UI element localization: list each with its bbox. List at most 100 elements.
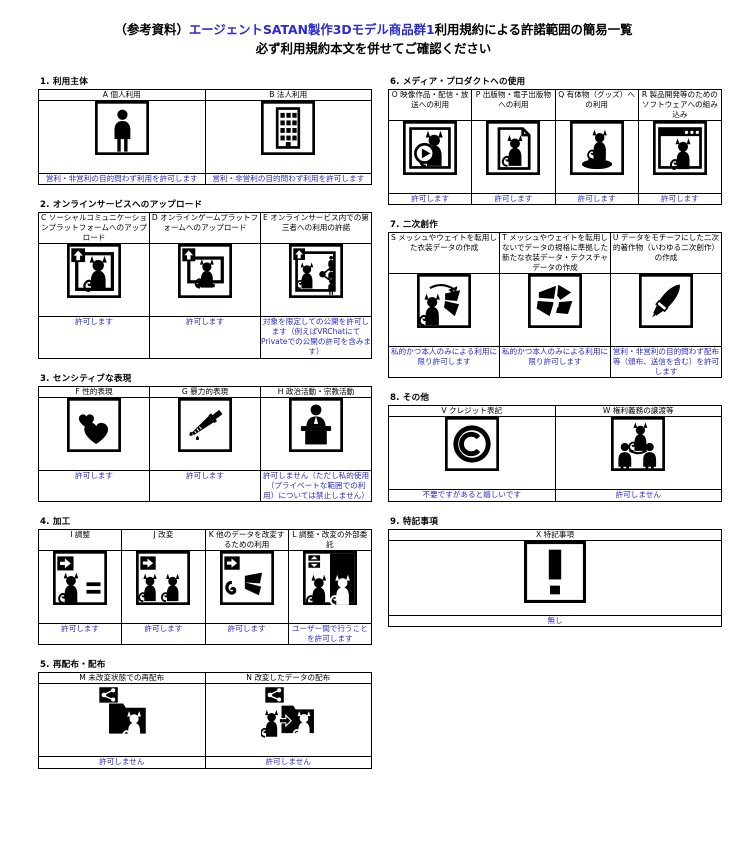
note-row: 許可します許可します許可します許可します [387, 192, 723, 205]
note-row: 許可します許可します許可しません（ただし私的使用（プライベートな範囲での利用）に… [38, 469, 372, 503]
item-note-s: 私的かつ本人のみによる利用に限り許可します [388, 345, 500, 379]
item-icon-cell-l [287, 550, 373, 625]
item-header-e: E オンラインサービス内での第三者への利用の許諾 [260, 211, 372, 244]
item-code: B [269, 89, 275, 99]
knife-icon [178, 397, 232, 452]
item-header-q: Q 有体物（グッズ）への利用 [554, 88, 639, 121]
building-icon [261, 100, 316, 155]
item-note-o: 許可します [387, 192, 473, 205]
item-code: N [246, 673, 252, 683]
item-code: S [391, 232, 396, 242]
item-code: J [153, 530, 156, 540]
person-icon [94, 100, 149, 155]
item-header-x: X 特記事項 [388, 528, 722, 541]
upload-avatar-icon [67, 243, 121, 298]
item-code: O [391, 89, 398, 99]
item-note-w: 許可しません [554, 489, 722, 502]
item-code: M [79, 673, 86, 683]
item-icon-cell-m [38, 683, 206, 758]
item-header-h: H 政治活動・宗教活動 [260, 385, 372, 398]
item-icon-cell-n [204, 683, 372, 758]
item-icon-cell-j [121, 550, 206, 625]
icon-row [37, 550, 373, 625]
item-icon-cell-e [260, 242, 372, 317]
note-row: 許可しません許可しません [38, 756, 372, 769]
item-header-n: N 改変したデータの配布 [204, 672, 372, 685]
section-heading: 8. その他 [390, 393, 430, 404]
redistribute-icon [95, 684, 149, 739]
item-label: オンラインサービス内での第三者への利用の許諾 [267, 212, 369, 232]
title-product-name: エージェントSATAN製作3Dモデル商品群1 [188, 22, 435, 37]
item-label: データをモチーフにした二次的著作物（いわゆる二次創作）の作成 [612, 232, 720, 262]
item-label: 政治活動・宗教活動 [283, 386, 355, 396]
item-note-f: 許可します [38, 469, 150, 503]
copyright-icon [444, 417, 499, 472]
item-icon-cell-k [204, 550, 289, 625]
item-code: T [502, 232, 507, 242]
item-code: K [208, 530, 214, 540]
item-header-t: T メッシュやウェイトを転用しないでデータの規格に準拠した新たな衣装データ・テク… [499, 231, 611, 274]
item-icon-cell-s [388, 272, 500, 347]
title-line-1: （参考資料）エージェントSATAN製作3Dモデル商品群1利用規約による許諾範囲の… [38, 22, 709, 39]
item-note-d: 許可します [149, 315, 261, 359]
podium-speaker-icon [289, 397, 343, 452]
item-note-g: 許可します [149, 469, 261, 503]
item-code: P [475, 89, 481, 99]
item-icon-cell-x [388, 539, 722, 616]
item-code: H [277, 386, 284, 396]
item-label: 調整・改変の外部委託 [296, 530, 368, 550]
video-play-icon [403, 120, 458, 175]
item-header-g: G 暴力的表現 [149, 385, 261, 398]
adjust-equals-icon [53, 551, 108, 606]
upload-game-icon [178, 243, 232, 298]
item-note-r: 許可します [637, 192, 723, 205]
section-heading: 3. センシティブな表現 [40, 373, 132, 384]
item-icon-cell-u [610, 272, 722, 347]
item-header-o: O 映像作品・配信・放送への利用 [387, 88, 473, 121]
modify-cat-icon [136, 551, 191, 606]
item-icon-cell-f [38, 396, 150, 471]
item-label: 個人利用 [107, 89, 141, 99]
item-icon-cell-b [204, 99, 372, 174]
section-heading: 5. 再配布・配布 [40, 660, 106, 671]
software-window-icon [652, 120, 707, 175]
header-row: X 特記事項 [388, 528, 722, 541]
item-label: 映像作品・配信・放送への利用 [397, 89, 469, 109]
item-code: R [641, 89, 648, 99]
item-code: X [536, 529, 542, 539]
item-icon-cell-o [387, 119, 473, 194]
item-label: クレジット表記 [446, 406, 503, 416]
icon-row [388, 272, 722, 347]
item-label: 権利義務の譲渡等 [610, 406, 674, 416]
item-header-u: U データをモチーフにした二次的著作物（いわゆる二次創作）の作成 [610, 231, 722, 274]
title-line-2: 必ず利用規約本文を併せてご確認ください [255, 40, 492, 56]
note-row: 許可します許可します対象を限定しての公開を許可します（例えばVRChatにてPr… [38, 315, 372, 359]
document-title: （参考資料）エージェントSATAN製作3Dモデル商品群1利用規約による許諾範囲の… [38, 22, 709, 59]
item-header-l: L 調整・改変の外部委託 [287, 529, 373, 552]
item-icon-cell-v [388, 416, 556, 491]
item-code: Q [558, 89, 565, 99]
item-code: E [263, 212, 268, 222]
hearts-icon [67, 397, 121, 452]
goods-figure-icon [569, 120, 624, 175]
item-note-v: 不要ですがあると嬉しいです [388, 489, 556, 502]
item-code: W [602, 406, 611, 416]
item-label: メッシュやウェイトを転用しないでデータの規格に準拠した新たな衣装データ・テクスチ… [501, 232, 609, 272]
item-note-h: 許可しません（ただし私的使用（プライベートな範囲での利用）については禁止しません… [260, 469, 372, 503]
